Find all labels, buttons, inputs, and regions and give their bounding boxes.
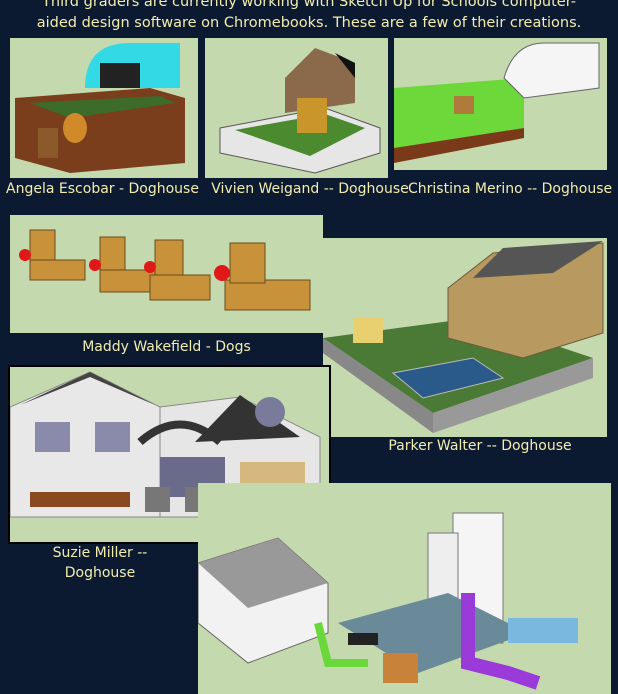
render-parker-doghouse [323, 238, 607, 437]
caption-christina: Christina Merino -- Doghouse [408, 181, 613, 197]
caption-suzie-line-1: Suzie Miller -- [52, 545, 148, 561]
caption-parker: Parker Walter -- Doghouse [388, 438, 572, 454]
caption-maddy: Maddy Wakefield - Dogs [82, 339, 251, 355]
intro-line-1: Third graders are currently working with… [42, 0, 576, 10]
render-angela-doghouse [10, 38, 198, 178]
render-vivien-doghouse [205, 38, 388, 178]
render-compound [198, 483, 611, 694]
intro-text: Third graders are currently working with… [0, 0, 618, 34]
render-christina-doghouse [394, 38, 607, 170]
caption-angela: Angela Escobar - Doghouse [6, 181, 199, 197]
caption-suzie: Suzie Miller -- Doghouse [40, 543, 160, 583]
render-maddy-dogs [10, 215, 323, 333]
caption-suzie-line-2: Doghouse [64, 565, 136, 581]
intro-line-2: aided design software on Chromebooks. Th… [36, 15, 582, 31]
caption-vivien: Vivien Weigand -- Doghouse [211, 181, 409, 197]
